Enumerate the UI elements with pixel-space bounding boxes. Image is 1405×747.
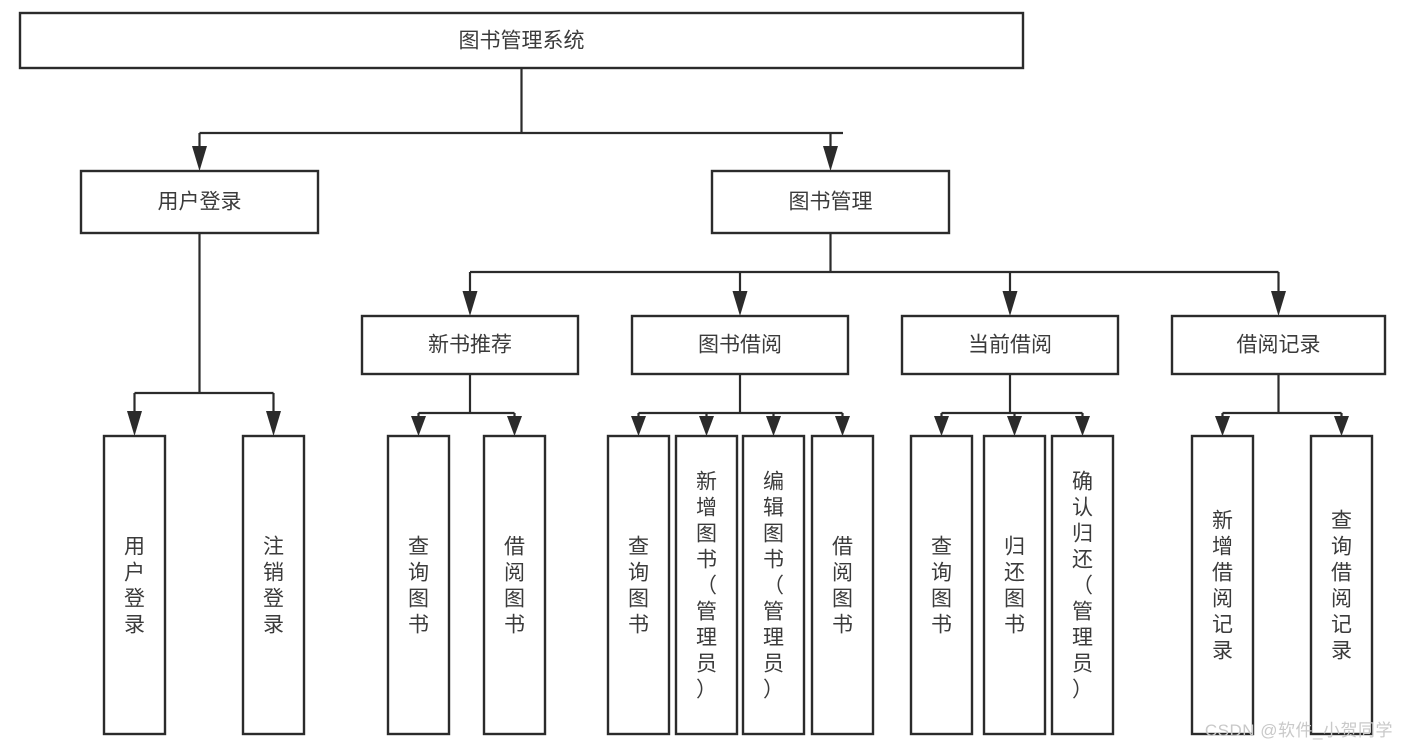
- leaf-label: 借阅图书: [504, 535, 525, 636]
- node-borrow-record-box[interactable]: [1170, 314, 1387, 376]
- arrow-book-borrow-leaf-3-icon: [766, 416, 781, 436]
- leaf-node[interactable]: 注销登录: [241, 434, 306, 736]
- connector-group-root-to-level1: [192, 68, 843, 171]
- arrow-user-login-leaf-1-icon: [127, 411, 142, 436]
- node-user-login-label: 用户登录: [158, 191, 242, 214]
- leaf-node[interactable]: 编辑图书（管理员）: [741, 434, 806, 736]
- leaf-label: 新增图书（管理员）: [696, 470, 717, 701]
- leaf-box[interactable]: [741, 434, 806, 736]
- arrow-book-borrow-leaf-2-icon: [699, 416, 714, 436]
- node-root-label: 图书管理系统: [459, 30, 585, 53]
- leaf-label: 查询借阅记录: [1331, 509, 1352, 662]
- arrow-book-borrow-leaf-4-icon: [835, 416, 850, 436]
- arrow-to-borrow-record-icon: [1271, 291, 1286, 316]
- leaf-node[interactable]: 查询借阅记录: [1309, 434, 1374, 736]
- node-root[interactable]: 图书管理系统: [18, 11, 1025, 70]
- node-current-borrow[interactable]: 当前借阅: [900, 314, 1120, 376]
- leaf-node[interactable]: 借阅图书: [810, 434, 875, 736]
- connector-group-current-borrow-to-leaves: [934, 374, 1090, 436]
- arrow-new-book-leaf-1-icon: [411, 416, 426, 436]
- node-user-login[interactable]: 用户登录: [79, 169, 320, 235]
- leaf-node[interactable]: 查询图书: [909, 434, 974, 736]
- arrow-borrow-record-leaf-2-icon: [1334, 416, 1349, 436]
- arrow-current-borrow-leaf-2-icon: [1007, 416, 1022, 436]
- node-new-book-recommend[interactable]: 新书推荐: [360, 314, 580, 376]
- leaf-box[interactable]: [982, 434, 1047, 736]
- leaf-node[interactable]: 查询图书: [606, 434, 671, 736]
- leaf-label: 新增借阅记录: [1212, 509, 1233, 662]
- node-root-box[interactable]: [18, 11, 1025, 70]
- node-new-book-recommend-label: 新书推荐: [428, 334, 512, 357]
- node-book-borrow-box[interactable]: [630, 314, 850, 376]
- leaf-label: 查询图书: [408, 535, 429, 636]
- arrow-book-borrow-leaf-1-icon: [631, 416, 646, 436]
- leaf-box[interactable]: [1190, 434, 1255, 736]
- connector-group-book-borrow-to-leaves: [631, 374, 850, 436]
- leaf-label: 查询图书: [931, 535, 952, 636]
- leaf-node[interactable]: 新增借阅记录: [1190, 434, 1255, 736]
- leaf-node[interactable]: 查询图书: [386, 434, 451, 736]
- node-user-login-box[interactable]: [79, 169, 320, 235]
- connector-group-new-book-to-leaves: [411, 374, 522, 436]
- leaf-label: 查询图书: [628, 535, 649, 636]
- leaf-box[interactable]: [241, 434, 306, 736]
- leaf-label: 借阅图书: [832, 535, 853, 636]
- leaf-label: 确认归还（管理员）: [1072, 470, 1093, 701]
- arrow-to-new-book-icon: [462, 291, 478, 316]
- arrow-to-current-borrow-icon: [1002, 291, 1018, 316]
- node-borrow-record[interactable]: 借阅记录: [1170, 314, 1387, 376]
- leaf-box[interactable]: [909, 434, 974, 736]
- leaf-box[interactable]: [674, 434, 739, 736]
- leaf-box[interactable]: [482, 434, 547, 736]
- node-current-borrow-box[interactable]: [900, 314, 1120, 376]
- leaf-box[interactable]: [1050, 434, 1115, 736]
- connector-group-user-login-to-leaves: [127, 233, 281, 436]
- leaf-label: 用户登录: [124, 535, 145, 636]
- node-book-manage-box[interactable]: [710, 169, 951, 235]
- leaf-box[interactable]: [386, 434, 451, 736]
- leaf-node[interactable]: 新增图书（管理员）: [674, 434, 739, 736]
- arrow-borrow-record-leaf-1-icon: [1215, 416, 1230, 436]
- arrow-to-book-borrow-icon: [732, 291, 748, 316]
- node-book-borrow-label: 图书借阅: [698, 334, 782, 357]
- leaf-label: 编辑图书（管理员）: [763, 470, 784, 701]
- watermark: CSDN @软件_小贺同学: [1204, 721, 1393, 740]
- leaf-node[interactable]: 借阅图书: [482, 434, 547, 736]
- leaf-box[interactable]: [606, 434, 671, 736]
- arrow-new-book-leaf-2-icon: [507, 416, 522, 436]
- leaf-node[interactable]: 归还图书: [982, 434, 1047, 736]
- arrow-to-book-manage-icon: [823, 146, 838, 171]
- arrow-user-login-leaf-2-icon: [266, 411, 281, 436]
- leaf-label: 注销登录: [263, 535, 284, 636]
- node-book-manage[interactable]: 图书管理: [710, 169, 951, 235]
- arrow-current-borrow-leaf-3-icon: [1075, 416, 1090, 436]
- arrow-to-user-login-icon: [192, 146, 207, 171]
- node-book-borrow[interactable]: 图书借阅: [630, 314, 850, 376]
- connector-group-book-manage-to-level2: [462, 233, 1286, 316]
- node-new-book-recommend-box[interactable]: [360, 314, 580, 376]
- arrow-current-borrow-leaf-1-icon: [934, 416, 949, 436]
- leaf-node[interactable]: 用户登录: [102, 434, 167, 736]
- leaf-box[interactable]: [1309, 434, 1374, 736]
- leaf-box[interactable]: [810, 434, 875, 736]
- leaf-box[interactable]: [102, 434, 167, 736]
- node-current-borrow-label: 当前借阅: [968, 334, 1052, 357]
- node-book-manage-label: 图书管理: [789, 191, 873, 214]
- node-borrow-record-label: 借阅记录: [1237, 334, 1321, 357]
- connector-group-borrow-record-to-leaves: [1215, 374, 1349, 436]
- leaf-label: 归还图书: [1004, 535, 1025, 636]
- leaf-node[interactable]: 确认归还（管理员）: [1050, 434, 1115, 736]
